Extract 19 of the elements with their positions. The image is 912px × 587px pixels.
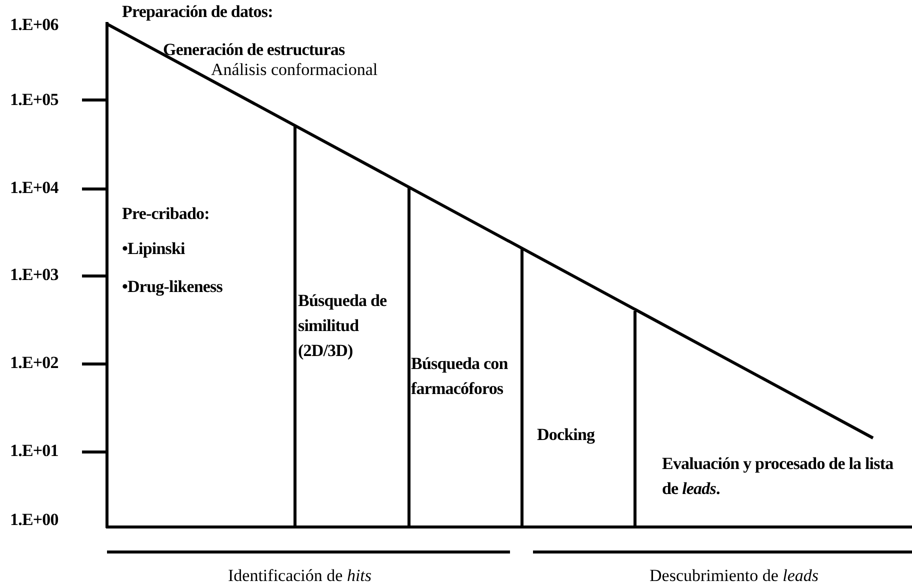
phase-label: Descubrimiento de leads: [650, 565, 819, 587]
axis-tick-label: 1.E+06: [10, 14, 58, 36]
axis-tick-label: 1.E+01: [10, 440, 58, 462]
axis-tick-label: 1.E+02: [10, 352, 58, 374]
section-heading: Preparación de datos:: [122, 1, 273, 23]
axis-tick-label: 1.E+05: [10, 89, 58, 111]
list-item: •Lipinski: [122, 238, 185, 260]
step-text: Generación de estructuras: [163, 39, 345, 61]
phase-label: Identificación de hits: [228, 565, 372, 587]
axis-tick-label: 1.E+00: [10, 509, 58, 531]
stage-text: Búsqueda de similitud (2D/3D): [298, 290, 388, 362]
section-heading: Pre-cribado:: [122, 203, 210, 225]
stage-text: Docking: [537, 424, 595, 446]
stage-text: Evaluación y procesado de la lista de leads.: [662, 453, 894, 500]
list-item: •Drug-likeness: [122, 276, 222, 298]
stage-text: Búsqueda con farmacóforos: [411, 353, 509, 400]
axis-tick-label: 1.E+04: [10, 177, 58, 199]
axis-tick-label: 1.E+03: [10, 264, 58, 286]
step-text: Análisis conformacional: [211, 59, 378, 81]
